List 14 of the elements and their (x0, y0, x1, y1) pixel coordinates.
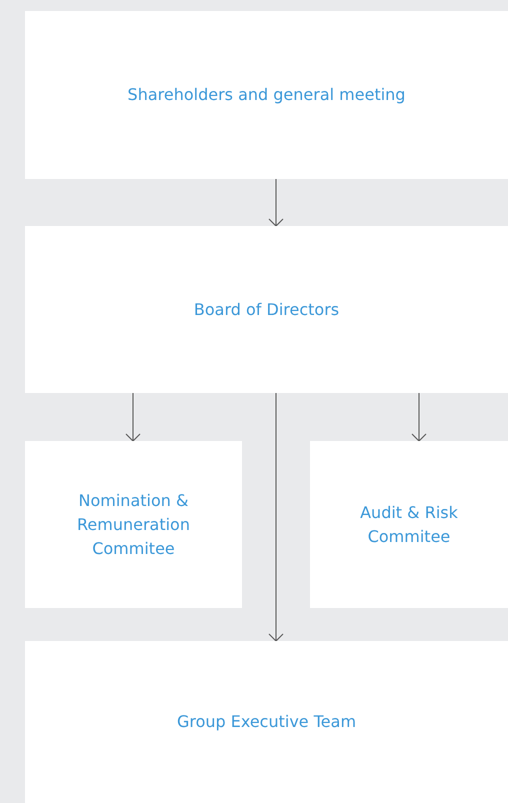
box-label: Audit & Risk Commitee (359, 502, 459, 548)
box-label: Nomination & Remuneration Commitee (76, 490, 191, 560)
arrow (126, 392, 140, 442)
org-box (310, 441, 508, 608)
org-box (25, 641, 508, 803)
org-box (25, 226, 508, 393)
box-label: Shareholders and general meeting (128, 84, 406, 106)
arrow (412, 392, 426, 442)
box-label: Group Executive Team (176, 711, 356, 733)
arrow (268, 178, 284, 226)
arrow (268, 392, 284, 642)
org-box (25, 11, 508, 179)
org-box (25, 441, 242, 608)
box-label: Board of Directors (194, 298, 340, 320)
